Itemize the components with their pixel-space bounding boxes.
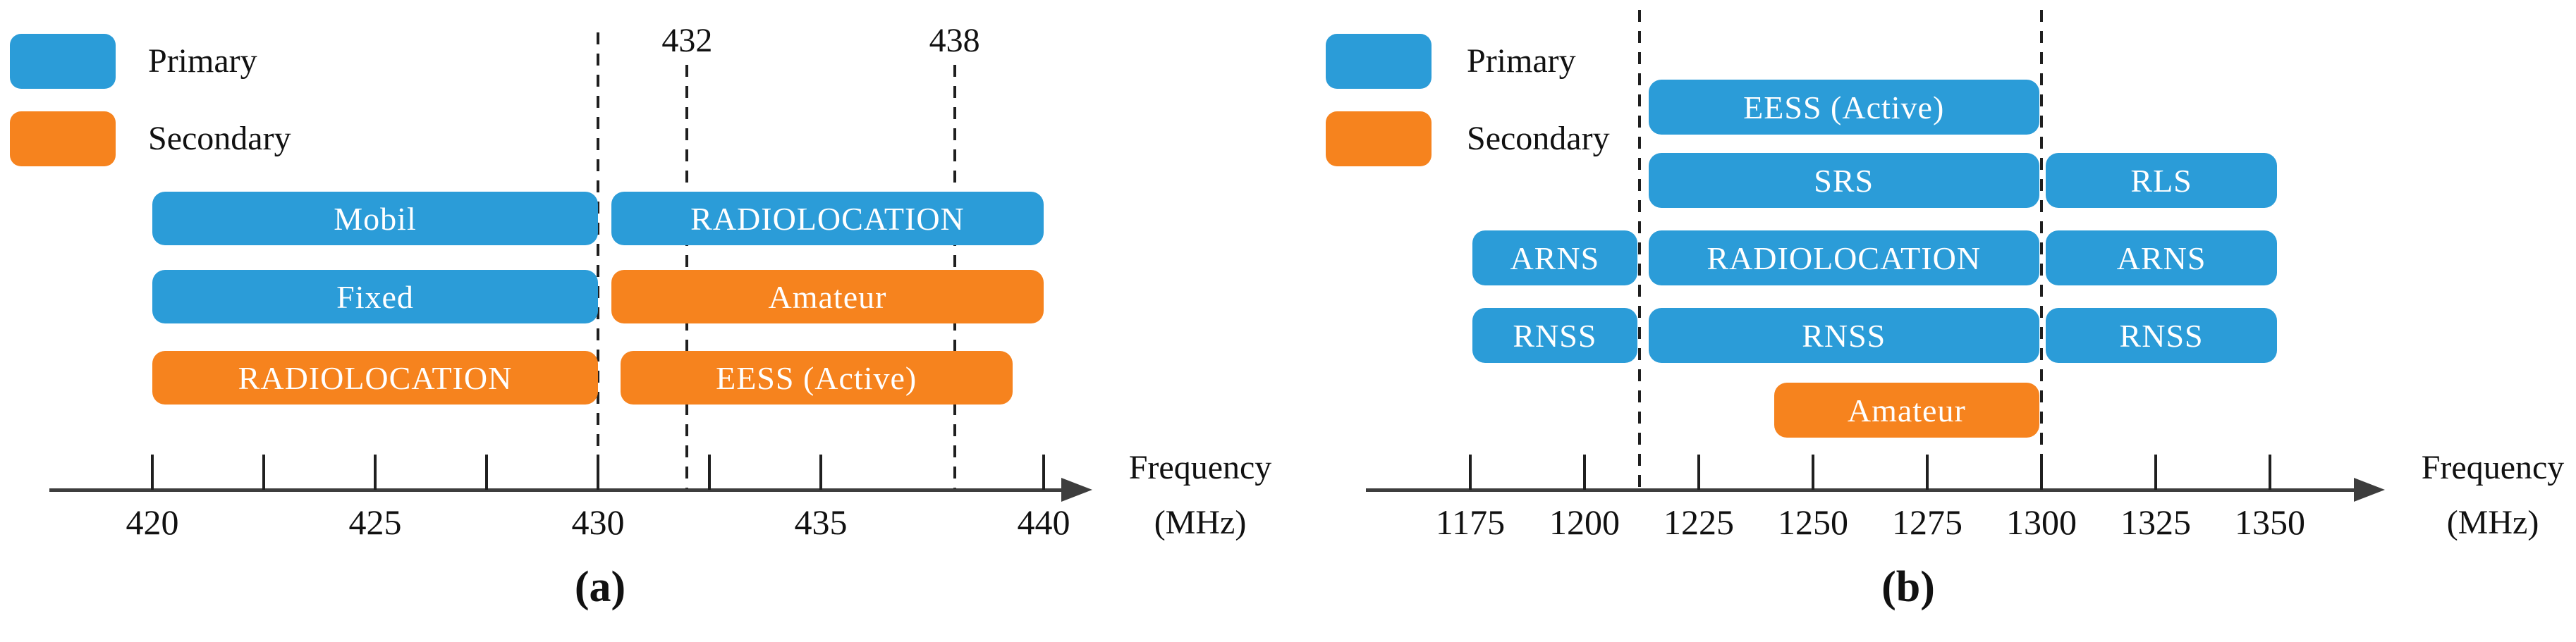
band-rnss: RNSS [1472,308,1637,363]
band-amateur: Amateur [611,270,1044,323]
axis-tick-label: 420 [126,502,179,542]
band-label: Fixed [336,278,414,315]
band-label: Mobil [334,200,417,237]
legend-swatch-primary [10,34,116,89]
band-radiolocation: RADIOLOCATION [611,192,1044,245]
axis-tick [819,455,822,490]
band-eess-active: EESS (Active) [1648,80,2039,135]
axis-arrowhead [2354,478,2385,502]
axis-tick-label: 435 [794,502,848,542]
band-radiolocation: RADIOLOCATION [1648,230,2039,285]
axis-tick-label: 1200 [1549,502,1620,542]
band-label: EESS (Active) [1743,89,1945,125]
band-label: RLS [2130,162,2192,199]
axis-tick-label: 1250 [1778,502,1848,542]
axis-tick [1583,455,1586,490]
band-arns: ARNS [1472,230,1637,285]
band-rls: RLS [2046,153,2277,208]
legend-label-primary: Primary [1467,42,1576,80]
band-radiolocation: RADIOLOCATION [152,351,598,405]
boundary-frequency-label: 438 [929,22,980,59]
band-label: RADIOLOCATION [1707,240,1982,276]
axis-tick [708,455,711,490]
axis-arrowhead [1061,478,1092,502]
legend-swatch-primary [1326,34,1432,89]
band-label: EESS (Active) [716,359,917,396]
axis-unit-label-line1: Frequency [2421,449,2565,486]
axis-tick [597,455,599,490]
dashed-boundary-line [597,32,599,490]
band-rnss: RNSS [2046,308,2277,363]
band-label: RNSS [2119,317,2204,354]
boundary-frequency-label: 432 [661,22,713,59]
axis-tick [1812,455,1814,490]
axis-tick [2269,455,2271,490]
axis-unit-label-line2: (MHz) [1154,504,1247,541]
band-label: RNSS [1802,317,1886,354]
panel-caption-b: (b) [1881,563,1935,611]
axis-unit-label-line2: (MHz) [2446,504,2539,541]
axis-tick-label: 1350 [2235,502,2305,542]
legend-swatch-secondary [1326,111,1432,166]
band-fixed: Fixed [152,270,598,323]
legend-label-primary: Primary [148,42,257,80]
band-label: RNSS [1513,317,1597,354]
band-eess-active: EESS (Active) [620,351,1013,405]
axis-tick-label: 430 [571,502,625,542]
legend-label-secondary: Secondary [1467,120,1610,157]
axis-unit-label-line1: Frequency [1128,449,1272,486]
axis-tick [2040,455,2043,490]
axis-tick-label: 1175 [1435,502,1506,542]
axis-tick [262,455,265,490]
axis-tick [374,455,377,490]
axis-tick [2154,455,2157,490]
panel-caption-a: (a) [574,563,626,611]
band-label: Amateur [1847,392,1966,428]
frequency-axis [1366,488,2354,492]
band-amateur: Amateur [1774,383,2039,438]
legend-label-secondary: Secondary [148,120,291,157]
axis-tick-label: 1325 [2120,502,2191,542]
axis-tick-label: 425 [348,502,402,542]
axis-tick-label: 440 [1017,502,1070,542]
legend-swatch-secondary [10,111,116,166]
axis-tick [1469,455,1472,490]
band-rnss: RNSS [1648,308,2039,363]
band-label: RADIOLOCATION [690,200,965,237]
band-arns: ARNS [2046,230,2277,285]
frequency-axis [49,488,1061,492]
band-srs: SRS [1648,153,2039,208]
axis-tick [151,455,154,490]
axis-tick-label: 1275 [1892,502,1962,542]
axis-tick [1042,455,1045,490]
band-label: ARNS [1510,240,1600,276]
axis-tick [1926,455,1929,490]
band-label: Amateur [768,278,887,315]
band-label: SRS [1814,162,1874,199]
band-label: RADIOLOCATION [238,359,513,396]
band-label: ARNS [2116,240,2206,276]
axis-tick-label: 1300 [2006,502,2077,542]
dashed-boundary-line [1637,10,1641,490]
dashed-boundary-line [2040,10,2043,490]
axis-tick-label: 1225 [1664,502,1734,542]
axis-tick [485,455,488,490]
band-mobil: Mobil [152,192,598,245]
axis-tick [1697,455,1700,490]
